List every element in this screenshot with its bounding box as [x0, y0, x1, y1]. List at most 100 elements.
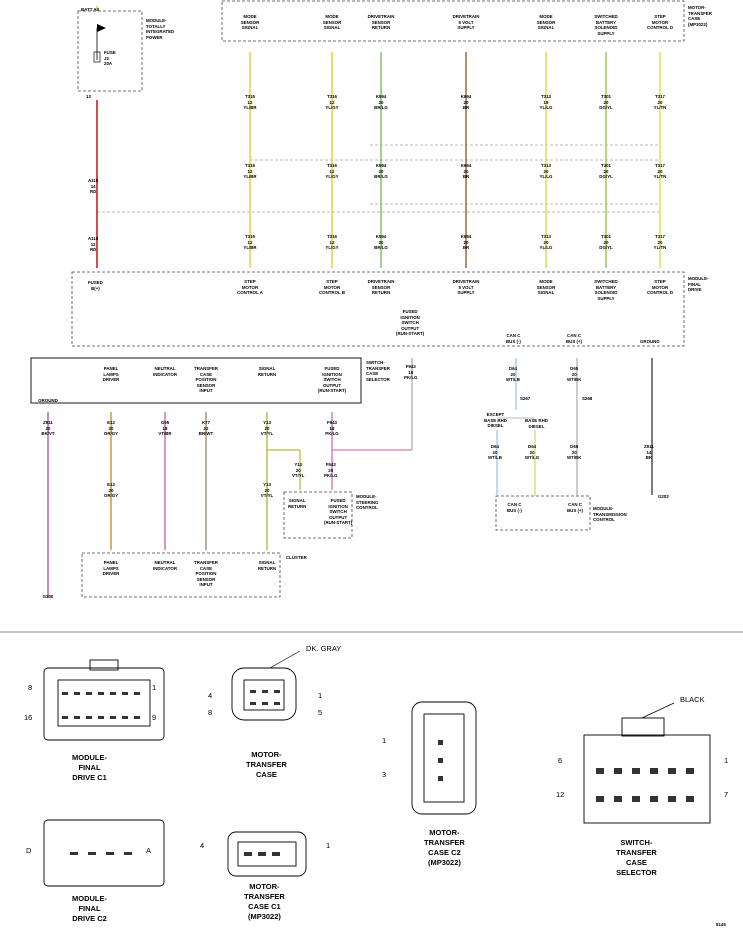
fused-b-label: FUSED B(+)	[88, 280, 103, 291]
mtc-c1-l: 4	[200, 841, 205, 850]
mtc-tr: 1	[318, 691, 323, 700]
can-lower-l2: D64 20 WT/LG	[525, 444, 540, 461]
mtc-c1-title: MOTOR- TRANSFER CASE C1 (MP3022)	[244, 882, 285, 921]
mtc-note: DK. GRAY	[306, 644, 342, 653]
sel-label-1: PANEL LAMPS DRIVER	[102, 366, 120, 383]
top-label-3: DRIVETRAIN 5 VOLT SUPPLY	[452, 14, 480, 31]
fd-fused-ign: FUSED IGNITION SWITCH OUTPUT (RUN-START)	[396, 309, 425, 337]
top-wire-b-5: T301 20 DG/YL	[599, 163, 613, 180]
top-wire-b-1: T316 12 YL/GY	[325, 163, 339, 180]
top-label-6: STEP MOTOR CONTROL D	[646, 14, 674, 31]
sel-wire-0: Z911 20 BK/VT	[41, 420, 55, 437]
cluster-box	[81, 552, 281, 598]
sel-wire-3: K77 22 BR/WT	[198, 420, 214, 437]
steer-fused: FUSED IGNITION SWITCH OUTPUT (RUN-START)	[324, 498, 353, 526]
a115-wire-1: A115 14 RD	[88, 178, 99, 195]
mtc-c2-b: 3	[382, 770, 387, 779]
top-bottom-4: MODE SENSOR SIGNAL	[536, 279, 556, 296]
c5-pin: 13	[86, 94, 91, 99]
fd-c2-l: D	[26, 846, 32, 855]
steer-sig: SIGNAL RETURN	[288, 498, 307, 509]
selector-box	[30, 357, 362, 404]
tcm-can-l: CAN C BUS (-)	[507, 502, 522, 513]
batt-label: BATT A0	[81, 7, 100, 12]
sel-wire2-1: E12 20 OR/GY	[103, 482, 119, 499]
sel-label-4: SIGNAL RETURN	[257, 366, 277, 377]
mtc-bl: 8	[208, 708, 213, 717]
gnd-wire: Z911 14 BK	[644, 444, 654, 461]
can-d65: D65 20 WT/BK	[567, 366, 582, 383]
final-drive-label: MODULE- FINAL DRIVE	[688, 276, 709, 293]
top-bottom-1: STEP MOTOR CONTROL B	[318, 279, 346, 296]
corner-code: 8145	[716, 922, 726, 927]
fd-c1-br: 9	[152, 713, 157, 722]
selector-br: 7	[724, 790, 729, 799]
top-wire-c-3: K694 20 BR	[460, 234, 472, 251]
motor-transfer-case-label: MOTOR- TRANSFER CASE (MP3022)	[688, 5, 712, 27]
top-wire-a-4: T313 19 YL/LG	[539, 94, 553, 111]
can-lower-l: D64 20 WT/LB	[488, 444, 502, 461]
top-wire-c-2: K594 20 BR/LG	[374, 234, 388, 251]
fd-c1-tr: 1	[152, 683, 157, 692]
top-bottom-0: STEP MOTOR CONTROL A	[237, 279, 263, 296]
gnd-g203: G203	[658, 494, 669, 499]
can-s267: S267	[520, 396, 531, 401]
sel-label-2: NEUTRAL INDICATOR	[153, 366, 177, 377]
top-wire-a-6: T317 20 YL/TN	[653, 94, 667, 111]
top-wire-a-0: T315 12 YL/BR	[243, 94, 257, 111]
sel-wire-4: Y13 20 VT/YL	[260, 420, 274, 437]
can-diesel-1: EXCEPT BASE RHD DIESEL	[484, 412, 507, 429]
a115-wire-2: A115 12 RD	[88, 236, 99, 253]
sel-bottom-2: NEUTRAL INDICATOR	[153, 560, 177, 571]
top-wires	[249, 52, 661, 268]
tcm-can-h: CAN C BUS (+)	[567, 502, 583, 513]
top-wire-b-3: K694 20 BR	[460, 163, 472, 180]
mtc-c2-title: MOTOR- TRANSFER CASE C2 (MP3022)	[424, 828, 465, 867]
top-wire-a-2: K594 20 BR/LG	[374, 94, 388, 111]
top-bottom-5: SWITCHED BATTERY SOLENOID SUPPLY	[594, 279, 618, 301]
fd-c2-title: MODULE- FINAL DRIVE C2	[72, 894, 107, 923]
tcm-box	[495, 495, 591, 531]
fd-ground: GROUND	[640, 339, 660, 344]
selector-tl: 6	[558, 756, 563, 765]
motor-transfer-case-box	[221, 0, 685, 42]
top-wire-a-5: T301 20 DG/YL	[599, 94, 613, 111]
tipm-label: MODULE- TOTALLY INTEGRATED POWER	[146, 18, 175, 40]
selector-label: SWITCH- TRANSFER CASE SELECTOR	[366, 360, 390, 382]
top-wire-c-5: T301 20 DG/YL	[599, 234, 613, 251]
sel-bottom-3: TRANSFER CASE POSITION SENSOR INPUT	[194, 560, 218, 588]
steering-box	[283, 491, 353, 539]
mtc-tl: 4	[208, 691, 213, 700]
fd-c2-r: A	[146, 846, 152, 855]
steer-y13: Y13 20 VT/YL	[292, 462, 305, 479]
sel-wire-1: E12 20 OR/GY	[103, 420, 119, 437]
top-label-4: MODE SENSOR SIGNAL	[536, 14, 556, 31]
top-bottom-6: STEP MOTOR CONTROL D	[646, 279, 674, 296]
top-wire-a-1: T316 12 YL/GY	[325, 94, 339, 111]
fd-f943: F943 18 PK/LG	[404, 364, 418, 381]
top-label-2: DRIVETRAIN SENSOR RETURN	[367, 14, 395, 31]
top-wire-a-3: K694 20 BR	[460, 94, 472, 111]
fuse-label: FUSE J2 20A	[104, 50, 116, 67]
top-label-5: SWITCHED BATTERY SOLENOID SUPPLY	[594, 14, 618, 36]
steering-label: MODULE- STEERING CONTROL	[356, 494, 379, 511]
top-wire-c-1: T316 12 YL/GY	[325, 234, 339, 251]
can-d64: D64 20 WT/LB	[506, 366, 520, 383]
selector-bl: 12	[556, 790, 565, 799]
cluster-label: CLUSTER	[286, 555, 307, 560]
sel-wire-2: G95 18 VT/BR	[158, 420, 172, 437]
top-label-0: MODE SENSOR SIGNAL	[240, 14, 260, 31]
top-wire-c-6: T317 20 YL/TN	[653, 234, 667, 251]
sel-ground-0: G200	[42, 594, 54, 599]
steer-f943: F943 20 PK/LG	[324, 462, 338, 479]
mtc-br: 5	[318, 708, 323, 717]
mtc-c1-r: 1	[326, 841, 331, 850]
top-wire-b-0: T315 12 YL/BR	[243, 163, 257, 180]
selector-note: BLACK	[680, 695, 705, 704]
top-wire-b-2: K594 20 BR/LG	[374, 163, 388, 180]
mtc-title: MOTOR- TRANSFER CASE	[246, 750, 287, 779]
top-wire-c-0: T315 12 YL/BR	[243, 234, 257, 251]
can-diesel-2: BASE RHD DIESEL	[525, 418, 548, 429]
fd-can-l: CAN C BUS (-)	[506, 333, 521, 344]
fd-c1-tl: 8	[28, 683, 33, 692]
